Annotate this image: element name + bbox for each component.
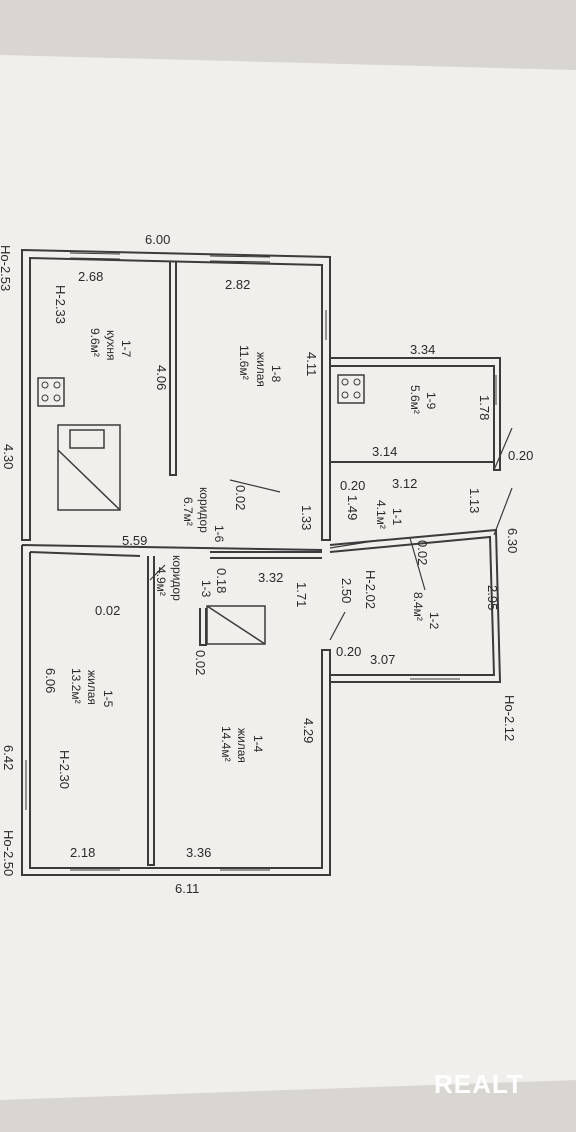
dim-room11-left: 1.33 [299, 505, 314, 530]
room-1-3: 1-3 коридор 4.9м² [154, 555, 213, 601]
room-name: кухня [104, 330, 118, 361]
realt-watermark: REALT [434, 1069, 524, 1099]
room-1-9: 1-9 5.6м² [408, 385, 438, 414]
room-area: 6.7м² [181, 497, 195, 526]
dim-right-total: 6.30 [505, 528, 520, 553]
dim-room19-bottom: 3.14 [372, 444, 397, 459]
room-name: жилая [235, 728, 249, 763]
dim-room18-length: 4.11 [304, 352, 319, 376]
dim-corr13-len: 0.18 [214, 568, 229, 593]
edge-top-left: Но-2.53 [0, 245, 13, 291]
room-name: коридор [197, 487, 211, 533]
dim-bottom-left: 2.18 [70, 845, 95, 860]
dim-room18-width: 2.82 [225, 277, 250, 292]
dim-wall-b: 0.20 [340, 478, 365, 493]
paper-shadow [0, 1080, 576, 1127]
room-id: 1-2 [427, 612, 441, 630]
room-area: 11.6м² [237, 345, 251, 380]
dim-room11-length: 1.49 [345, 495, 360, 520]
dim-wall-c: 0.20 [336, 644, 361, 659]
room-area: 14.4м² [219, 726, 233, 762]
room-id: 1-7 [119, 340, 133, 358]
room-name: коридор [170, 555, 184, 601]
height-ho-left-bottom: Но-2.50 [1, 830, 16, 876]
room-id: 1-8 [269, 365, 283, 383]
stove-icon-annex [337, 374, 365, 404]
dim-room14-length: 4.29 [301, 718, 316, 743]
room-area: 8.4м² [411, 592, 425, 621]
room-1-6: 1-6 коридор 6.7м² [181, 487, 226, 543]
dim-corr13-width: 3.32 [258, 570, 283, 585]
height-1-2: Н-2.02 [363, 570, 378, 609]
door-swings [149, 427, 513, 641]
room-1-5: 1-5 жилая 13.2м² [69, 668, 115, 708]
furnace-icon [57, 424, 121, 511]
room-area: 4.1м² [374, 500, 388, 529]
room-id: 1-4 [251, 735, 265, 753]
window-marks [25, 252, 497, 871]
room-area: 9.6м² [88, 328, 102, 357]
room-name: жилая [85, 670, 99, 705]
dim-bottom-mid: 3.36 [186, 845, 211, 860]
room-1-1: 1-1 4.1м² [374, 500, 404, 529]
stove-icon [37, 377, 65, 407]
edge-642: 6.42 [1, 745, 16, 770]
room-1-2: 1-2 8.4м² [411, 592, 441, 630]
room-1-4: 1-4 жилая 14.4м² [219, 726, 265, 763]
room-id: 1-9 [424, 392, 438, 410]
dim-wall-a: 0.20 [508, 448, 533, 463]
room-id: 1-5 [101, 690, 115, 708]
stair-icon [206, 605, 266, 645]
dim-left-mid: 5.59 [122, 533, 147, 548]
dim-partition-b: 0.02 [193, 650, 208, 675]
dim-bottom-total: 6.11 [175, 881, 199, 896]
dim-room15-length: 6.06 [43, 668, 58, 693]
height-kitchen: Н-2.33 [53, 285, 68, 324]
dim-room11-width: 3.12 [392, 476, 417, 491]
dim-corr13-right: 2.50 [339, 578, 354, 603]
edge-430: 4.30 [1, 444, 16, 469]
room-area: 4.9м² [154, 567, 168, 596]
room-1-8: 1-8 жилая 11.6м² [237, 345, 283, 387]
dim-room12-length: 2.95 [485, 585, 500, 610]
dim-partition-c: 0.02 [415, 540, 430, 565]
dim-room17-length: 4.06 [154, 365, 169, 390]
dim-kitchen-width: 2.68 [78, 269, 103, 284]
room-id: 1-6 [212, 525, 226, 543]
height-1-5: Н-2.30 [57, 750, 72, 789]
room-name: жилая [254, 352, 268, 387]
dim-room12-top: 1.13 [467, 488, 482, 513]
room-area: 5.6м² [408, 385, 422, 414]
room-1-7: 1-7 кухня 9.6м² [88, 328, 133, 361]
dim-corr13-height: 1.71 [294, 582, 309, 607]
paper-sheet [0, 55, 576, 1127]
height-ho-right: Но-2.12 [502, 695, 517, 741]
dim-corr-gap: 0.02 [233, 485, 248, 510]
room-id: 1-3 [199, 580, 213, 598]
dim-top-width: 6.00 [145, 232, 170, 247]
dim-room19-depth: 1.78 [477, 395, 492, 420]
dim-partition-a: 0.02 [95, 603, 120, 618]
dim-room19-width: 3.34 [410, 342, 435, 357]
room-id: 1-1 [390, 508, 404, 526]
room-area: 13.2м² [69, 668, 83, 704]
dim-room12-bottom: 3.07 [370, 652, 395, 667]
walls [21, 248, 502, 876]
